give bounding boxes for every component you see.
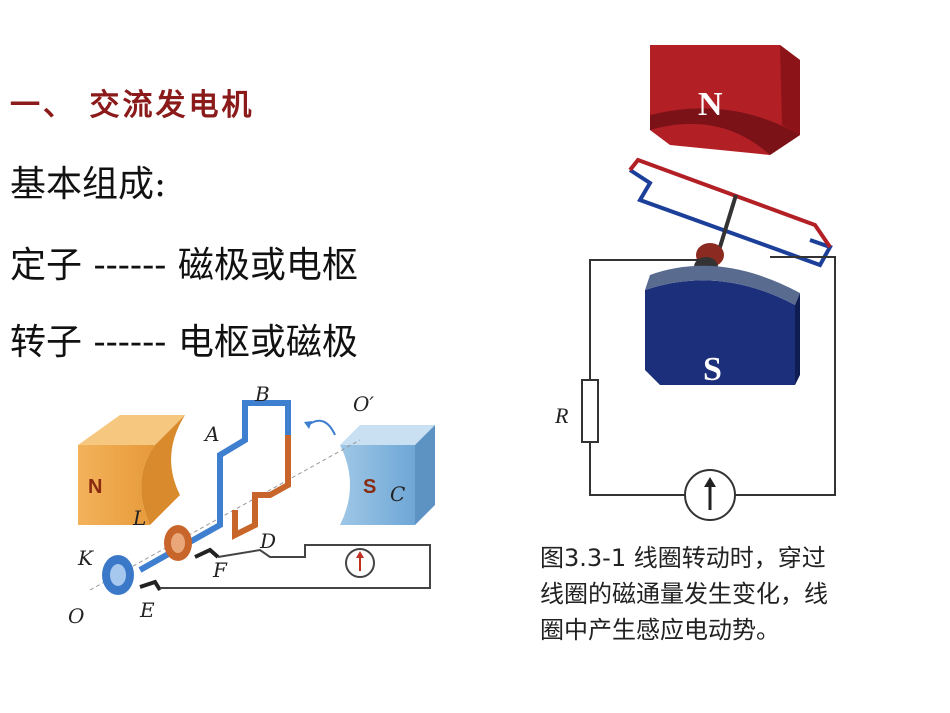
rotation-arrow: [307, 419, 336, 436]
s-magnet: [340, 425, 435, 525]
caption-line: 线圈的磁通量发生变化，线: [540, 580, 828, 608]
label-k: K: [77, 546, 94, 570]
coil-blue-side: [138, 400, 291, 573]
s-magnet-blue: [645, 265, 800, 385]
resistor: [581, 379, 599, 443]
rotation-axis: [89, 439, 361, 591]
basic-composition-label: 基本组成:: [10, 164, 167, 205]
label-o: O: [68, 604, 84, 628]
label-d: D: [259, 529, 276, 553]
label-e: E: [139, 598, 155, 622]
section-title: 一、 交流发电机: [10, 88, 255, 123]
caption-line: 圈中产生感应电动势。: [540, 616, 780, 644]
caption-line: 图3.3-1 线圈转动时，穿过: [540, 544, 826, 572]
n-pole-label: N: [698, 86, 723, 123]
figure-caption: 图3.3-1 线圈转动时，穿过 线圈的磁通量发生变化，线 圈中产生感应电动势。: [540, 540, 930, 648]
label-l: L: [132, 506, 146, 530]
rotor-line: 转子 ------ 电枢或磁极: [10, 322, 358, 363]
n-pole-label: N: [88, 476, 102, 498]
wire-bottom-left: [589, 442, 685, 496]
s-pole-label: S: [703, 351, 722, 388]
coil-orange-side: [232, 435, 291, 540]
label-a: A: [203, 422, 219, 446]
s-pole-label: S: [363, 476, 376, 498]
wire-right: [735, 256, 836, 496]
brush-upper: [194, 547, 220, 559]
wire-left: [589, 259, 700, 380]
brush-lower: [139, 579, 162, 592]
n-magnet: [78, 415, 185, 525]
textbook-figure: N S R: [554, 45, 836, 521]
label-c: C: [390, 482, 405, 506]
label-o-prime: O′: [353, 392, 374, 416]
label-f: F: [212, 558, 228, 582]
coil-red: [628, 157, 832, 249]
resistor-label: R: [554, 403, 569, 428]
generator-diagram: N S B A O′ C D L K F E O: [68, 385, 435, 628]
n-magnet-red: [650, 45, 800, 155]
stator-line: 定子 ------ 磁极或电枢: [10, 245, 358, 286]
external-circuit: [160, 544, 431, 589]
label-b: B: [254, 385, 270, 406]
coil-blue: [628, 168, 833, 268]
